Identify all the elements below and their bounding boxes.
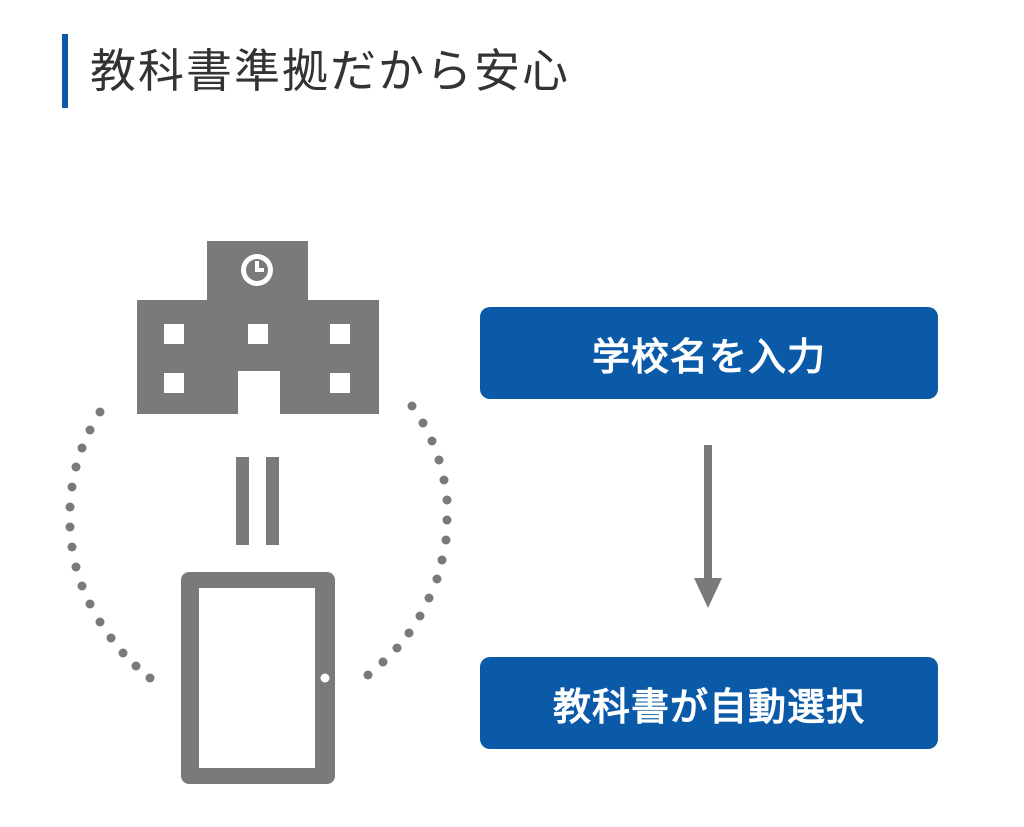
page-title: 教科書準拠だから安心: [90, 44, 570, 98]
step-textbook-auto-select: 教科書が自動選択: [480, 657, 938, 749]
heading-accent-bar: [62, 34, 68, 108]
dotted-ring: [65, 401, 452, 683]
school-building-icon: [137, 241, 379, 415]
clock-icon: [241, 254, 273, 286]
section-heading: 教科書準拠だから安心: [62, 34, 570, 108]
step-enter-school-name: 学校名を入力: [480, 307, 938, 399]
arrow-down-icon: [694, 445, 722, 608]
equals-icon: [236, 457, 279, 545]
tablet-icon: [181, 572, 335, 784]
